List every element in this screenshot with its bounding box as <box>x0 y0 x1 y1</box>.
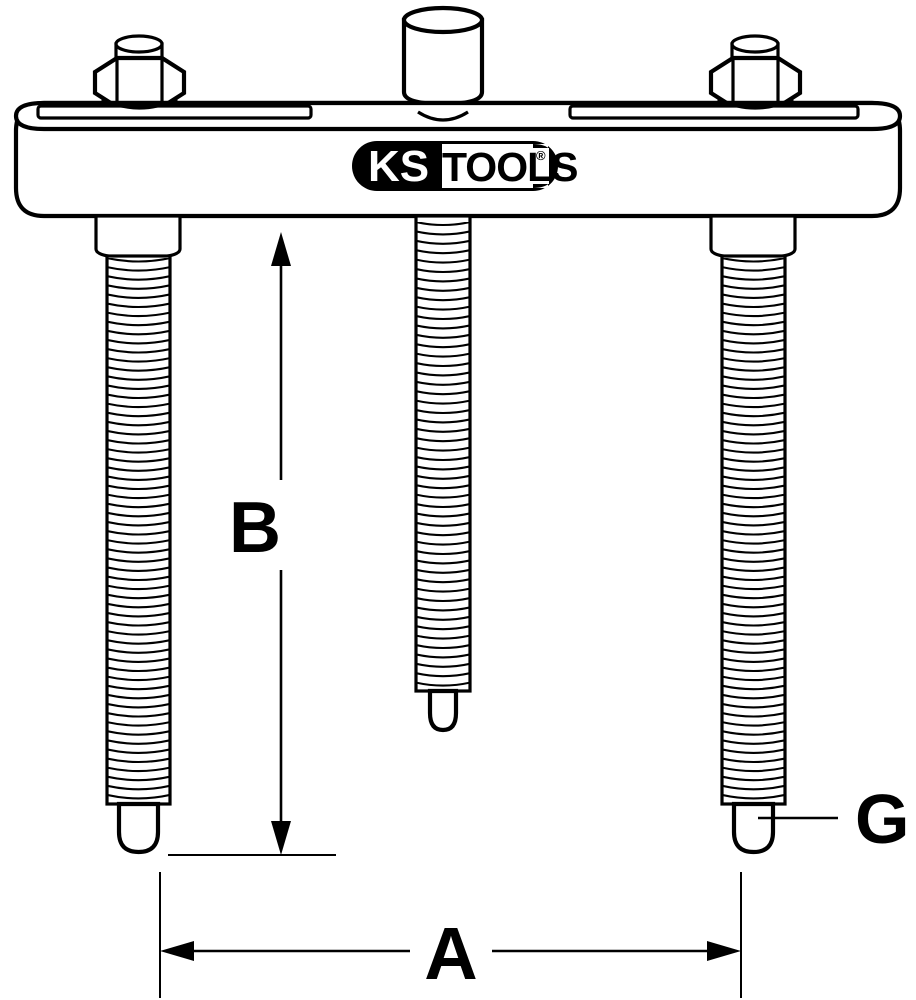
threaded-rod-left <box>94 214 182 855</box>
dimension-b-arrow-top <box>271 232 291 266</box>
rod-center-threads <box>416 222 470 692</box>
rod-left-collar <box>94 214 182 260</box>
beam-spindle-overlay <box>417 110 469 122</box>
brand-badge: KS TOOLS ® <box>352 141 578 191</box>
crossbar-beam <box>13 97 903 219</box>
dimension-b: B <box>168 232 336 856</box>
dimension-g: G <box>758 780 909 858</box>
rod-center-tip <box>427 688 459 733</box>
dimension-b-label: B <box>229 488 281 568</box>
slot-rail-right <box>568 104 860 120</box>
dimension-a-arrow-right <box>707 941 741 961</box>
dimension-a-label: A <box>424 912 477 995</box>
hex-nut-right-body <box>708 55 803 110</box>
dimension-a-arrow-left <box>160 941 194 961</box>
rod-left-tip <box>116 801 161 855</box>
rod-right-tip <box>731 801 776 855</box>
brand-badge-white-panel <box>442 144 548 188</box>
hex-nut-right <box>708 34 803 110</box>
slot-rail-left <box>36 104 313 120</box>
spindle-head-top-ellipse <box>401 5 485 35</box>
rod-right-threads <box>722 258 785 803</box>
brand-trademark-symbol: ® <box>536 148 546 163</box>
slot-rail-right-nut-overlay <box>717 97 794 110</box>
brand-logo-ks: KS <box>368 142 429 191</box>
crossbar-beam-right-cap <box>871 101 902 117</box>
dimension-b-arrow-bottom <box>271 821 291 855</box>
crossbar-beam-left-cap <box>14 101 45 117</box>
threaded-rod-right <box>709 214 797 855</box>
rod-right-collar <box>709 214 797 260</box>
threaded-rod-center <box>414 214 472 733</box>
hex-nut-left <box>92 34 187 110</box>
hex-nut-right-stud-top <box>730 34 780 54</box>
hex-nut-left-stud-top <box>114 34 164 54</box>
brand-badge-right-inner <box>533 148 549 184</box>
rod-left-threads <box>107 258 170 803</box>
rod-left-body <box>105 254 172 806</box>
slot-rail-left-nut-overlay <box>101 97 178 110</box>
rod-right-body <box>720 254 787 806</box>
dimension-a: A <box>159 872 742 998</box>
hex-nut-left-body <box>92 55 187 110</box>
dimension-g-label: G <box>855 780 909 858</box>
brand-logo-tools: TOOLS <box>442 144 577 190</box>
